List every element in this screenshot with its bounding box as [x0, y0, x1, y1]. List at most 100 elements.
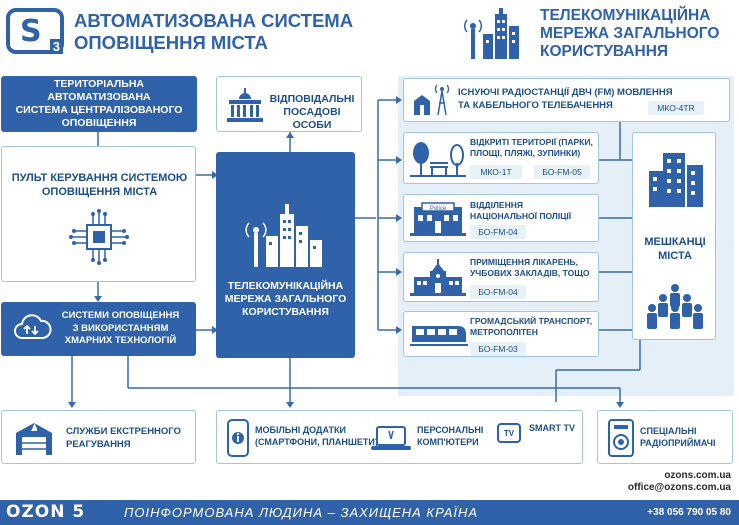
target-hospitals-schools: ПРИМІЩЕННЯ ЛІКАРЕНЬ, УЧБОВИХ ЗАКЛАДІВ, Т…	[403, 252, 599, 302]
label-line: СЛУЖБИ ЕКСТРЕННОГО	[66, 426, 181, 437]
label-line: ПРИМІЩЕННЯ ЛІКАРЕНЬ,	[470, 257, 579, 267]
target-open-areas: ВІДКРИТІ ТЕРИТОРІЇ (ПАРКИ, ПЛОЩІ, ПЛЯЖІ,…	[403, 132, 599, 184]
title-line: ТЕЛЕКОМУНІКАЦІЙНА	[540, 7, 711, 24]
device-code: БО-FM-05	[534, 165, 590, 179]
train-icon	[410, 326, 468, 346]
chip-icon	[69, 209, 129, 265]
box-label: СЛУЖБИ ЕКСТРЕННОГО РЕАГУВАННЯ	[66, 425, 181, 451]
box-label: ВІДКРИТІ ТЕРИТОРІЇ (ПАРКИ, ПЛОЩІ, ПЛЯЖІ,…	[470, 137, 593, 159]
label-line: СПЕЦІАЛЬНІ	[640, 426, 697, 436]
government-building-icon	[227, 88, 263, 122]
label-line: ПЛОЩІ, ПЛЯЖІ, ЗУПИНКИ)	[470, 148, 581, 158]
emergency-services-box: СЛУЖБИ ЕКСТРЕННОГО РЕАГУВАННЯ	[1, 410, 196, 464]
label-line: МОБІЛЬНІ ДОДАТКИ	[255, 425, 346, 435]
officials-box: ВІДПОВІДАЛЬНІ ПОСАДОВІ ОСОБИ	[216, 76, 362, 132]
box-label: ВІДПОВІДАЛЬНІ ПОСАДОВІ ОСОБИ	[265, 93, 359, 132]
box-label: ВІДДІЛЕННЯ НАЦІОНАЛЬНОЇ ПОЛІЦІЇ	[470, 200, 571, 222]
smartphone-icon	[227, 419, 249, 457]
footer-bar: OZON 5 ПОІНФОРМОВАНА ЛЮДИНА – ЗАХИЩЕНА К…	[0, 500, 739, 525]
target-police: Police ВІДДІЛЕННЯ НАЦІОНАЛЬНОЇ ПОЛІЦІЇ Б…	[403, 194, 599, 242]
people-group-icon	[647, 284, 703, 329]
label-line: МЕРЕЖА ЗАГАЛЬНОГО	[224, 293, 347, 305]
fire-station-icon	[16, 423, 52, 455]
box-label: ТЕЛЕКОМУНІКАЦІЙНА МЕРЕЖА ЗАГАЛЬНОГО КОРИ…	[216, 280, 355, 319]
footer-brand: OZON 5	[6, 502, 86, 522]
logo-subscript: 3	[49, 39, 63, 54]
box-label: СИСТЕМА ЦЕНТРАЛІЗОВАНОГО	[15, 104, 183, 116]
label-line: ТЕЛЕКОМУНІКАЦІЙНА	[227, 280, 344, 292]
page-title: АВТОМАТИЗОВАНА СИСТЕМА ОПОВІЩЕННЯ МІСТА	[74, 10, 353, 54]
title-line: ОПОВІЩЕННЯ МІСТА	[74, 32, 268, 53]
box-label: ПРИМІЩЕННЯ ЛІКАРЕНЬ, УЧБОВИХ ЗАКЛАДІВ, Т…	[470, 257, 589, 279]
label-line: ВІДКРИТІ ТЕРИТОРІЇ (ПАРКИ,	[470, 137, 593, 147]
logo: S 3	[6, 8, 64, 54]
label-line: НАЦІОНАЛЬНОЇ ПОЛІЦІЇ	[470, 211, 572, 221]
label-line: СИСТЕМИ ОПОВІЩЕННЯ	[61, 310, 180, 321]
label-line: УЧБОВИХ ЗАКЛАДІВ, ТОЩО	[470, 268, 590, 278]
laptop-icon	[371, 426, 411, 450]
label-line: ВІДПОВІДАЛЬНІ	[269, 93, 355, 105]
device-code: МКО-1T	[470, 165, 522, 179]
label-line: МЕТРОПОЛІТЕН	[470, 327, 538, 337]
device-code: БО-FM-03	[470, 342, 526, 356]
label-line: МІСТА	[658, 250, 692, 262]
label-line: ТА КАБЕЛЬНОГО ТЕЛЕБАЧЕННЯ	[458, 99, 673, 112]
box-label: ІСНУЮЧІ РАДІОСТАНЦІЇ ДВЧ (FM) МОВЛЕННЯ Т…	[458, 86, 673, 112]
school-building-icon	[410, 259, 466, 296]
label-line: МЕШКАНЦІ	[644, 236, 706, 248]
label-line: ХМАРНИХ ТЕХНОЛОГІЙ	[64, 335, 177, 346]
radio-stations-box: ІСНУЮЧІ РАДІОСТАНЦІЇ ДВЧ (FM) МОВЛЕННЯ Т…	[403, 78, 730, 122]
box-label: СИСТЕМИ ОПОВІЩЕННЯ З ВИКОРИСТАННЯМ ХМАРН…	[53, 310, 188, 348]
email-link[interactable]: office@ozons.com.ua	[627, 482, 731, 493]
cloud-sync-icon	[14, 314, 52, 339]
radio-receiver-icon	[608, 419, 634, 457]
title-line: АВТОМАТИЗОВАНА СИСТЕМА	[74, 10, 354, 31]
box-label: МЕШКАНЦІ МІСТА	[633, 235, 717, 263]
label-line: ПОСАДОВІ ОСОБИ	[283, 106, 341, 131]
label-line: РАДІОПРИЙМАЧІ	[640, 438, 716, 448]
label-line: З ВИКОРИСТАННЯМ	[72, 322, 169, 334]
title-line: МЕРЕЖА ЗАГАЛЬНОГО	[540, 25, 720, 42]
target-public-transport: ГРОМАДСЬКИЙ ТРАНСПОРТ, МЕТРОПОЛІТЕН БО-F…	[403, 311, 599, 357]
device-code: БО-FM-04	[470, 285, 526, 299]
label-line: ПУЛЬТ КЕРУВАННЯ СИСТЕМОЮ	[11, 172, 188, 184]
label-line: КОМП'ЮТЕРИ	[417, 437, 479, 447]
apartment-building-icon	[649, 153, 703, 207]
label-line: ВІДДІЛЕННЯ	[470, 200, 523, 210]
police-building-icon: Police	[410, 202, 466, 236]
logo-letter: S	[20, 14, 42, 49]
footer-slogan: ПОІНФОРМОВАНА ЛЮДИНА – ЗАХИЩЕНА КРАЇНА	[124, 505, 479, 520]
special-receivers-box: СПЕЦІАЛЬНІ РАДІОПРИЙМАЧІ	[597, 410, 733, 464]
cloud-systems-box: СИСТЕМИ ОПОВІЩЕННЯ З ВИКОРИСТАННЯМ ХМАРН…	[1, 302, 196, 356]
box-label: SMART TV	[529, 423, 575, 433]
box-label: СПЕЦІАЛЬНІ РАДІОПРИЙМАЧІ	[640, 425, 716, 449]
box-label: ГРОМАДСЬКИЙ ТРАНСПОРТ, МЕТРОПОЛІТЕН	[470, 316, 592, 338]
device-code: БО-FM-04	[470, 225, 526, 239]
label-line: ГРОМАДСЬКИЙ ТРАНСПОРТ,	[470, 316, 593, 326]
police-sign: Police	[430, 206, 447, 212]
territorial-system-box: ТЕРИТОРІАЛЬНА АВТОМАТИЗОВАНА СИСТЕМА ЦЕН…	[1, 76, 197, 132]
label-line: ПЕРСОНАЛЬНІ	[417, 425, 484, 435]
label-text: ТА КАБЕЛЬНОГО ТЕЛЕБАЧЕННЯ	[458, 100, 613, 111]
device-code: МКО-4TR	[648, 101, 704, 115]
tv-icon: TV	[497, 423, 521, 443]
label-line: РЕАГУВАННЯ	[66, 439, 131, 450]
box-label: ПЕРСОНАЛЬНІ КОМП'ЮТЕРИ	[417, 424, 483, 448]
park-icon	[410, 142, 466, 177]
consumer-devices-box: МОБІЛЬНІ ДОДАТКИ (СМАРТФОНИ, ПЛАНШЕТИ) П…	[216, 410, 583, 464]
phone-number[interactable]: +38 056 790 05 80	[647, 507, 731, 518]
title-line: КОРИСТУВАННЯ	[540, 43, 669, 60]
label-line: ІСНУЮЧІ РАДІОСТАНЦІЇ ДВЧ (FM) МОВЛЕННЯ	[458, 87, 673, 98]
city-antenna-icon	[463, 8, 519, 59]
box-label: МОБІЛЬНІ ДОДАТКИ (СМАРТФОНИ, ПЛАНШЕТИ)	[255, 424, 378, 448]
box-label: ТЕРИТОРІАЛЬНА АВТОМАТИЗОВАНА	[47, 78, 151, 103]
control-console-box: ПУЛЬТ КЕРУВАННЯ СИСТЕМОЮ ОПОВІЩЕННЯ МІСТ…	[1, 146, 196, 282]
website-link[interactable]: ozons.com.ua	[664, 470, 731, 481]
city-antenna-icon	[245, 204, 322, 267]
label-line: (СМАРТФОНИ, ПЛАНШЕТИ)	[255, 437, 378, 447]
radio-station-icon	[414, 84, 450, 116]
tv-icon-label: TV	[503, 428, 515, 438]
box-label: ОПОВІЩЕННЯ	[61, 117, 137, 129]
residents-box: МЕШКАНЦІ МІСТА	[632, 132, 716, 340]
